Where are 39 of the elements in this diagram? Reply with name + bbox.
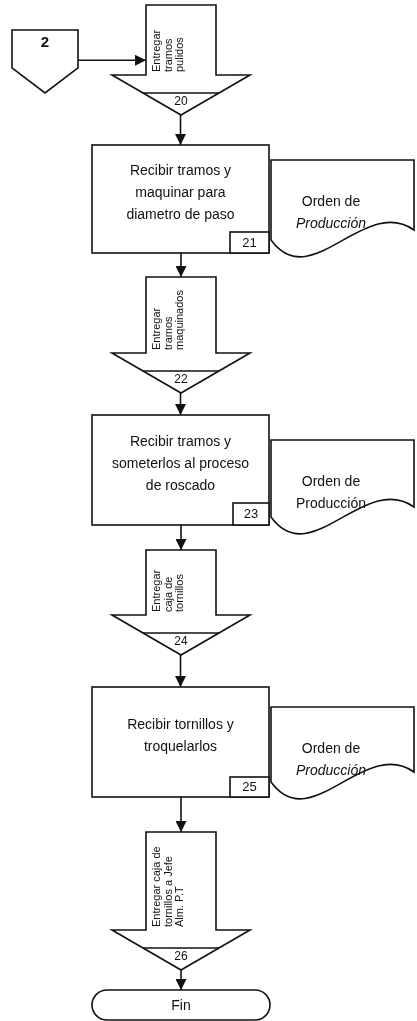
process-text: Recibir tramos y someterlos al proceso de roscado <box>111 432 250 495</box>
process-text: Recibir tramos y maquinar para diametro de paso <box>125 161 236 224</box>
step-number-text: 23 <box>242 505 260 523</box>
offpage-connector <box>12 30 78 93</box>
arrow <box>175 392 186 416</box>
vertical-label: Entregar caja de tornillos a Jefe Alm. P.T <box>151 845 186 927</box>
vertical-label: Entregar tramos maquinados <box>151 289 186 350</box>
document-text: Orden de Producción <box>294 739 367 780</box>
step-number: 26 <box>173 949 189 963</box>
step-number: 24 <box>173 634 189 648</box>
step-number: 20 <box>173 94 189 108</box>
terminator-text: Fin <box>170 996 192 1015</box>
connector-label: 2 <box>39 33 51 51</box>
transfer-symbol <box>112 277 250 393</box>
terminator <box>92 990 270 1020</box>
document-text: Orden de Producción <box>294 472 367 513</box>
document-text: Orden de Producción <box>294 192 367 233</box>
arrow <box>175 969 187 991</box>
step-number <box>233 503 269 525</box>
arrow <box>175 114 186 146</box>
step-number <box>230 777 269 797</box>
process-text: Recibir tornillos y troquelarlos <box>126 715 235 756</box>
arrow <box>175 654 186 688</box>
step-number-text: 21 <box>241 234 258 251</box>
step-number: 22 <box>173 372 189 386</box>
transfer-symbol <box>112 832 250 970</box>
arrow <box>175 796 187 833</box>
process-box <box>92 687 269 797</box>
process-box <box>92 145 269 253</box>
vertical-label: Entregar caja de tornillos <box>151 568 186 612</box>
step-number-text: 25 <box>241 779 258 795</box>
vertical-label: Entregar tramos pulidos <box>151 28 186 72</box>
process-box <box>92 415 269 525</box>
step-number <box>230 232 269 253</box>
transfer-symbol <box>112 5 250 115</box>
arrow <box>175 252 187 278</box>
transfer-symbol <box>112 550 250 655</box>
arrow <box>77 54 147 66</box>
arrow <box>175 524 187 551</box>
